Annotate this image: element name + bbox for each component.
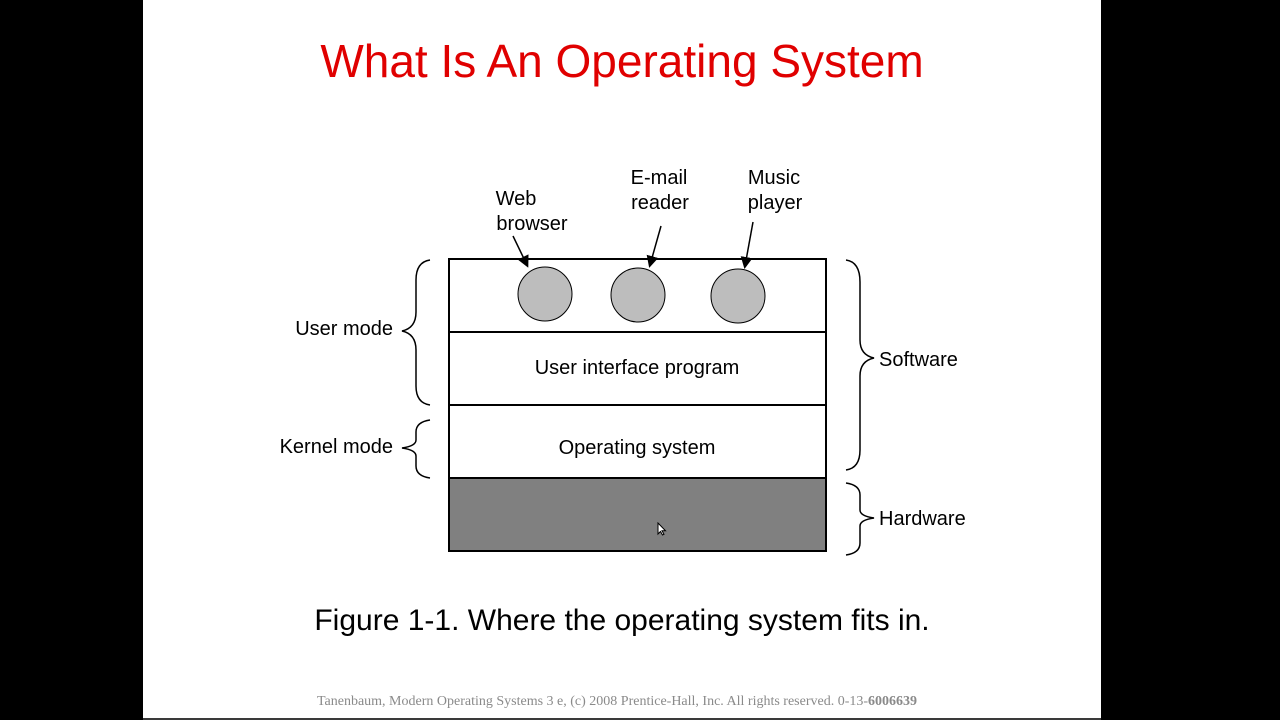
web-browser-label-1: Web [496, 188, 537, 210]
email-reader-label-1: E-mail [631, 167, 688, 189]
music-player-label-1: Music [748, 167, 800, 189]
user-mode-label: User mode [295, 318, 393, 340]
footer-text: Tanenbaum, Modern Operating Systems 3 e,… [316, 694, 869, 709]
footer-isbn: 6006639 [868, 694, 918, 709]
web-browser-circle [517, 266, 573, 322]
hardware-label: Hardware [879, 508, 966, 530]
operating-system-label: Operating system [559, 437, 716, 459]
kernel-mode-brace [401, 419, 431, 479]
user-interface-layer [448, 331, 827, 406]
software-label: Software [879, 349, 958, 371]
music-player-arrow [740, 221, 754, 269]
music-player-label-2: player [748, 192, 803, 214]
mouse-cursor-icon [657, 522, 667, 536]
web-browser-arrow [512, 235, 529, 268]
software-brace [845, 259, 875, 471]
hardware-brace [845, 482, 875, 556]
slide-title: What Is An Operating System [320, 35, 924, 87]
operating-system-layer [448, 404, 827, 479]
user-mode-brace [401, 259, 431, 406]
user-interface-label: User interface program [535, 357, 740, 379]
email-reader-arrow [646, 225, 662, 268]
copyright-footer: Tanenbaum, Modern Operating Systems 3 e,… [0, 694, 1234, 710]
kernel-mode-label: Kernel mode [280, 436, 393, 458]
figure-caption: Figure 1-1. Where the operating system f… [314, 604, 930, 637]
email-reader-circle [610, 267, 666, 323]
web-browser-label-2: browser [496, 213, 567, 235]
email-reader-label-2: reader [631, 192, 689, 214]
music-player-circle [710, 268, 766, 324]
hardware-layer [448, 477, 827, 552]
